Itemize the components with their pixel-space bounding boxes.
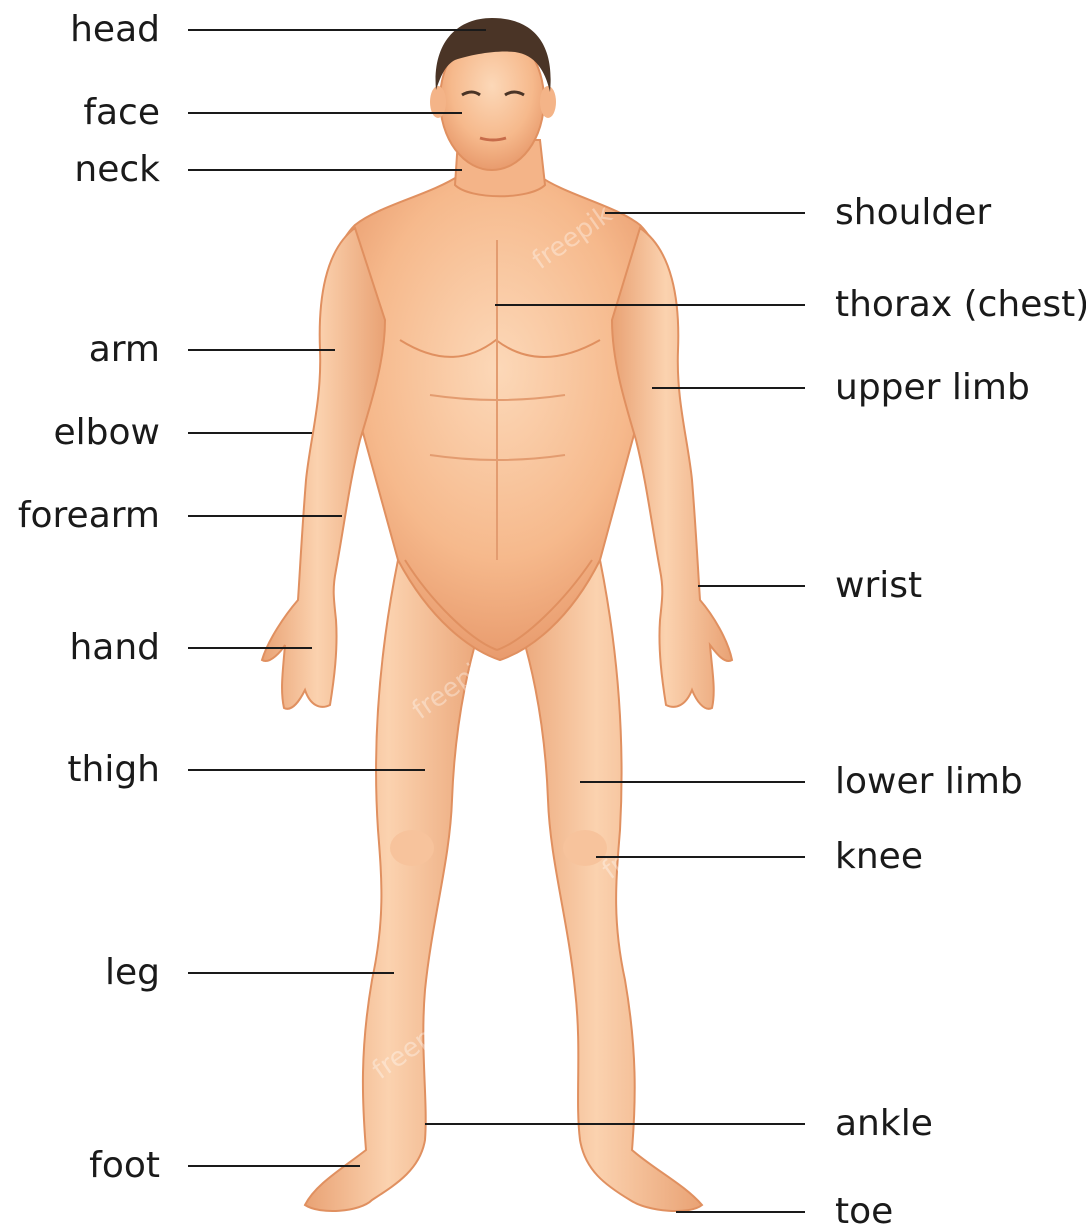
label-upper-limb: upper limb bbox=[835, 368, 1030, 408]
label-toe: toe bbox=[835, 1192, 893, 1232]
torso-shape bbox=[331, 175, 665, 660]
label-lower-limb: lower limb bbox=[835, 762, 1023, 802]
label-ankle: ankle bbox=[835, 1104, 933, 1144]
right-ear bbox=[540, 86, 556, 118]
label-forearm: forearm bbox=[0, 496, 160, 536]
left-arm-shape bbox=[262, 228, 385, 709]
label-neck: neck bbox=[0, 150, 160, 190]
label-head: head bbox=[0, 10, 160, 50]
label-knee: knee bbox=[835, 837, 923, 877]
label-foot: foot bbox=[0, 1146, 160, 1186]
label-thorax: thorax (chest) bbox=[835, 285, 1086, 325]
label-shoulder: shoulder bbox=[835, 193, 991, 233]
watermark-text: freepik bbox=[317, 50, 408, 126]
human-figure bbox=[262, 18, 732, 1211]
label-thigh: thigh bbox=[0, 750, 160, 790]
watermark-text: freepik bbox=[687, 400, 778, 476]
watermark-text: freepik bbox=[187, 490, 278, 566]
label-face: face bbox=[0, 93, 160, 133]
watermark-text: freepik bbox=[787, 670, 878, 746]
label-leg: leg bbox=[0, 953, 160, 993]
label-elbow: elbow bbox=[0, 413, 160, 453]
label-hand: hand bbox=[0, 628, 160, 668]
label-arm: arm bbox=[0, 330, 160, 370]
left-knee bbox=[390, 830, 434, 866]
label-wrist: wrist bbox=[835, 566, 922, 606]
